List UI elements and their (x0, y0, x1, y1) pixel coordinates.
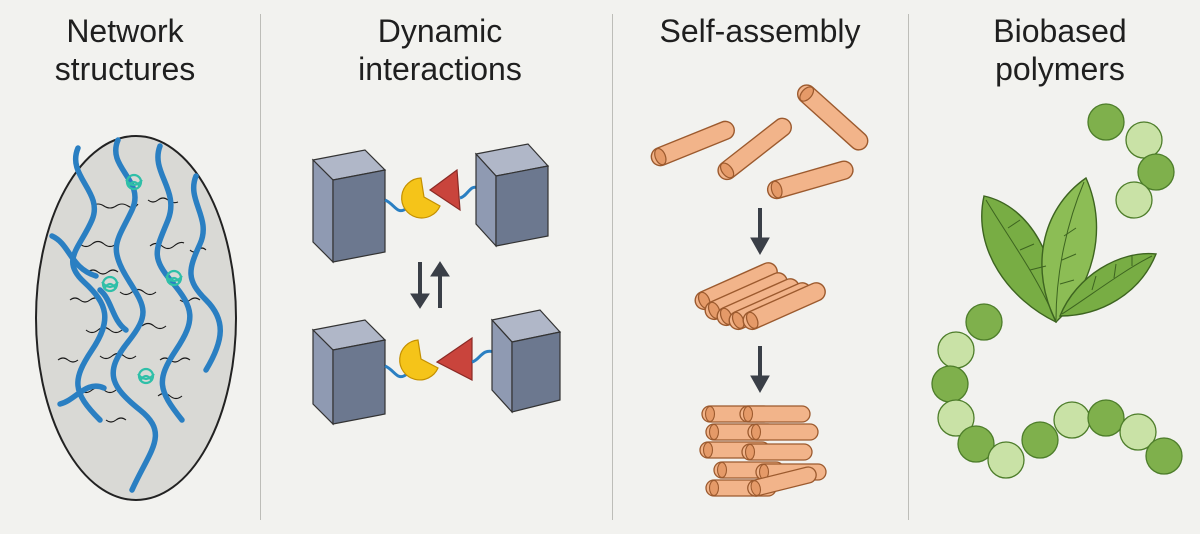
block-bottom-right (490, 309, 562, 414)
rods-aligned (691, 259, 829, 333)
arrow-down-2 (750, 346, 770, 394)
dynamic-illustration (311, 143, 562, 426)
network-illustration (35, 135, 237, 501)
divider-1 (260, 14, 261, 520)
rod-scattered-3 (793, 80, 873, 155)
guest-wedge-top (428, 168, 461, 212)
selfassembly-illustration (647, 80, 873, 499)
crosslink-knots (101, 173, 183, 385)
guest-wedge-bottom (435, 336, 473, 381)
block-top-right (474, 143, 550, 248)
linker-bottom-right (471, 349, 495, 364)
rods-bundle (699, 405, 827, 499)
leaves (981, 176, 1157, 324)
block-bottom-left (311, 319, 387, 426)
host-ball-top (401, 177, 441, 219)
divider-3 (908, 14, 909, 520)
bead-chain-lower (931, 303, 1183, 479)
divider-2 (612, 14, 613, 520)
panel-title-network: Network structures (54, 13, 196, 87)
linker-top-right (459, 185, 479, 200)
rod-scattered-4 (764, 158, 856, 202)
biobased-illustration (931, 103, 1183, 479)
host-ball-bottom (399, 339, 439, 381)
equilibrium-arrows (410, 261, 450, 309)
arrow-down-1 (750, 208, 770, 256)
panel-title-dynamic: Dynamic interactions (358, 13, 522, 87)
panel-title-biobased: Biobased polymers (993, 13, 1127, 87)
polymer-chains (49, 137, 223, 493)
bead-chain-upper (1087, 103, 1175, 219)
panel-title-selfassembly: Self-assembly (659, 13, 861, 49)
block-top-left (311, 149, 387, 264)
